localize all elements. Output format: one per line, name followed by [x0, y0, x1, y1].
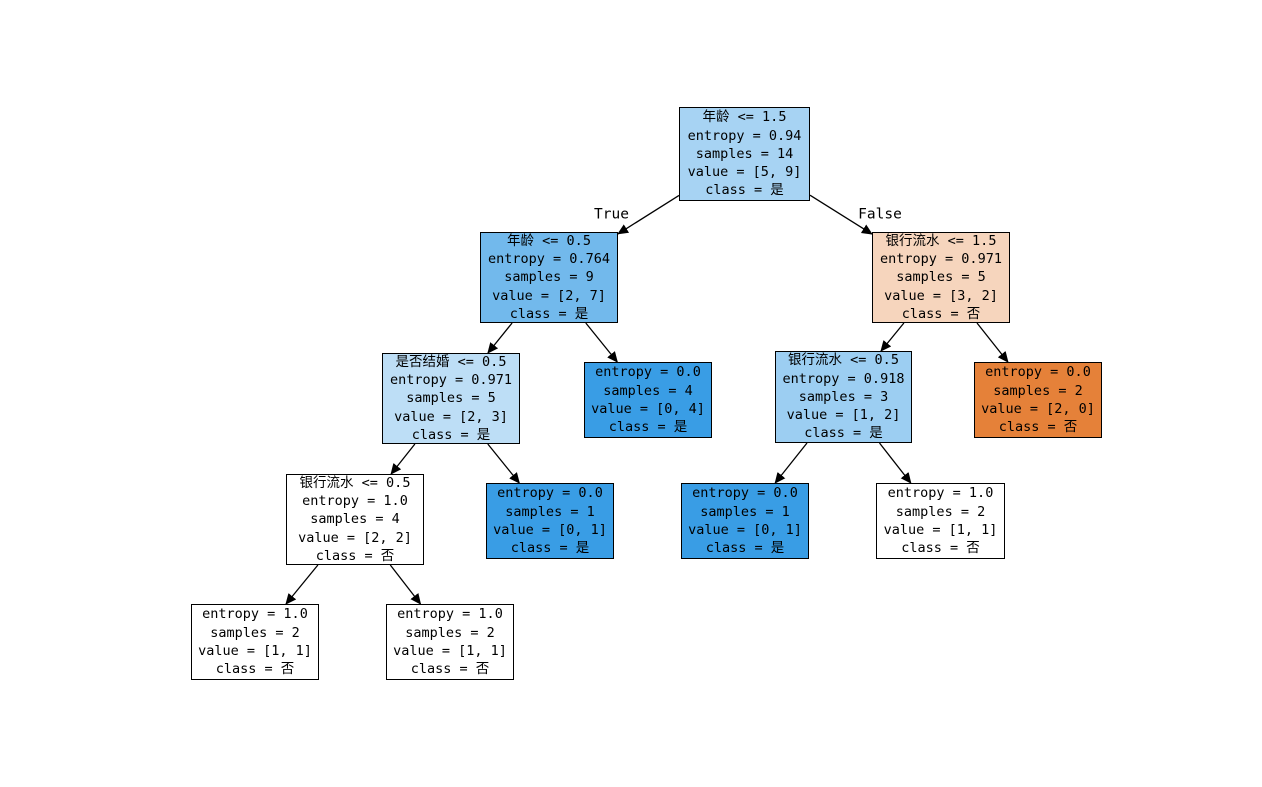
node-3-line-0: 是否结婚 <= 0.5 [395, 353, 507, 370]
node-8-line-1: samples = 1 [505, 503, 595, 520]
tree-edge-3-7 [390, 443, 416, 475]
tree-edge-2-6 [976, 322, 1009, 363]
tree-edge-0-1 [617, 194, 680, 235]
node-12-line-1: samples = 2 [405, 624, 495, 641]
node-0-line-0: 年龄 <= 1.5 [702, 109, 787, 126]
node-11-line-3: class = 否 [215, 661, 295, 678]
tree-edge-5-9 [774, 442, 808, 484]
tree-edge-3-8 [487, 443, 520, 484]
node-6-line-3: class = 否 [998, 419, 1078, 436]
node-10-line-3: class = 否 [901, 540, 980, 557]
node-12-line-3: class = 否 [410, 661, 490, 678]
node-2-line-0: 银行流水 <= 1.5 [885, 232, 997, 249]
node-6-line-1: samples = 2 [993, 382, 1083, 399]
branch-label-false: False [858, 207, 902, 223]
node-8-line-2: value = [0, 1] [493, 522, 607, 538]
node-7-line-3: value = [2, 2] [298, 529, 412, 546]
node-1-line-1: entropy = 0.764 [488, 251, 610, 268]
node-10-line-2: value = [1, 1] [883, 522, 998, 538]
node-4-line-2: value = [0, 4] [591, 401, 705, 417]
node-10-line-1: samples = 2 [895, 503, 986, 520]
tree-edge-1-4 [585, 322, 618, 363]
node-3-line-3: value = [2, 3] [394, 408, 508, 425]
node-2-line-1: entropy = 0.971 [880, 251, 1002, 268]
node-6-line-2: value = [2, 0] [981, 401, 1095, 417]
node-2-line-4: class = 否 [901, 305, 981, 322]
node-11-line-0: entropy = 1.0 [202, 606, 308, 623]
node-3-line-4: class = 是 [411, 426, 491, 443]
node-2-line-3: value = [3, 2] [884, 287, 998, 304]
node-1-line-0: 年龄 <= 0.5 [507, 232, 591, 249]
node-6-line-0: entropy = 0.0 [985, 364, 1091, 381]
node-5-line-1: entropy = 0.918 [782, 370, 905, 387]
node-4-line-0: entropy = 0.0 [595, 364, 701, 381]
node-9-line-3: class = 是 [705, 540, 785, 557]
node-7-line-4: class = 否 [315, 547, 395, 564]
branch-label-true: True [594, 207, 629, 223]
node-12-line-0: entropy = 1.0 [397, 606, 503, 623]
node-12-line-2: value = [1, 1] [393, 643, 507, 659]
node-1-line-4: class = 是 [509, 305, 589, 322]
node-5-line-4: class = 是 [804, 425, 883, 442]
node-2-line-2: samples = 5 [896, 269, 986, 286]
node-3-line-1: entropy = 0.971 [390, 372, 512, 389]
node-4-line-3: class = 是 [608, 419, 688, 436]
node-5-line-0: 银行流水 <= 0.5 [788, 352, 899, 369]
node-8-line-3: class = 是 [510, 540, 590, 557]
node-1-line-3: value = [2, 7] [492, 287, 606, 304]
tree-edge-5-10 [878, 442, 912, 484]
node-1-line-2: samples = 9 [504, 269, 594, 286]
node-4-line-1: samples = 4 [603, 382, 693, 399]
tree-edge-0-2 [809, 194, 873, 235]
node-7-line-2: samples = 4 [310, 511, 400, 528]
node-11-line-1: samples = 2 [210, 624, 300, 641]
node-0-line-4: class = 是 [705, 182, 784, 199]
node-0-line-3: value = [5, 9] [687, 164, 802, 181]
node-9-line-1: samples = 1 [700, 503, 790, 520]
node-3-line-2: samples = 5 [406, 390, 496, 407]
node-10-line-0: entropy = 1.0 [887, 485, 994, 502]
edge-group: True False [285, 194, 1009, 605]
node-0-line-2: samples = 14 [695, 145, 794, 162]
node-7-line-1: entropy = 1.0 [302, 493, 408, 510]
node-0-line-1: entropy = 0.94 [687, 127, 802, 144]
node-5-line-2: samples = 3 [798, 388, 889, 405]
tree-edge-2-5 [880, 322, 905, 352]
tree-edge-1-3 [487, 322, 513, 354]
node-5-line-3: value = [1, 2] [786, 407, 901, 424]
tree-edge-7-12 [389, 564, 422, 605]
node-9-line-2: value = [0, 1] [688, 522, 802, 538]
node-11-line-2: value = [1, 1] [198, 643, 312, 659]
node-9-line-0: entropy = 0.0 [692, 485, 798, 502]
node-8-line-0: entropy = 0.0 [497, 485, 603, 502]
node-7-line-0: 银行流水 <= 0.5 [299, 474, 411, 491]
tree-edge-7-11 [285, 564, 319, 605]
